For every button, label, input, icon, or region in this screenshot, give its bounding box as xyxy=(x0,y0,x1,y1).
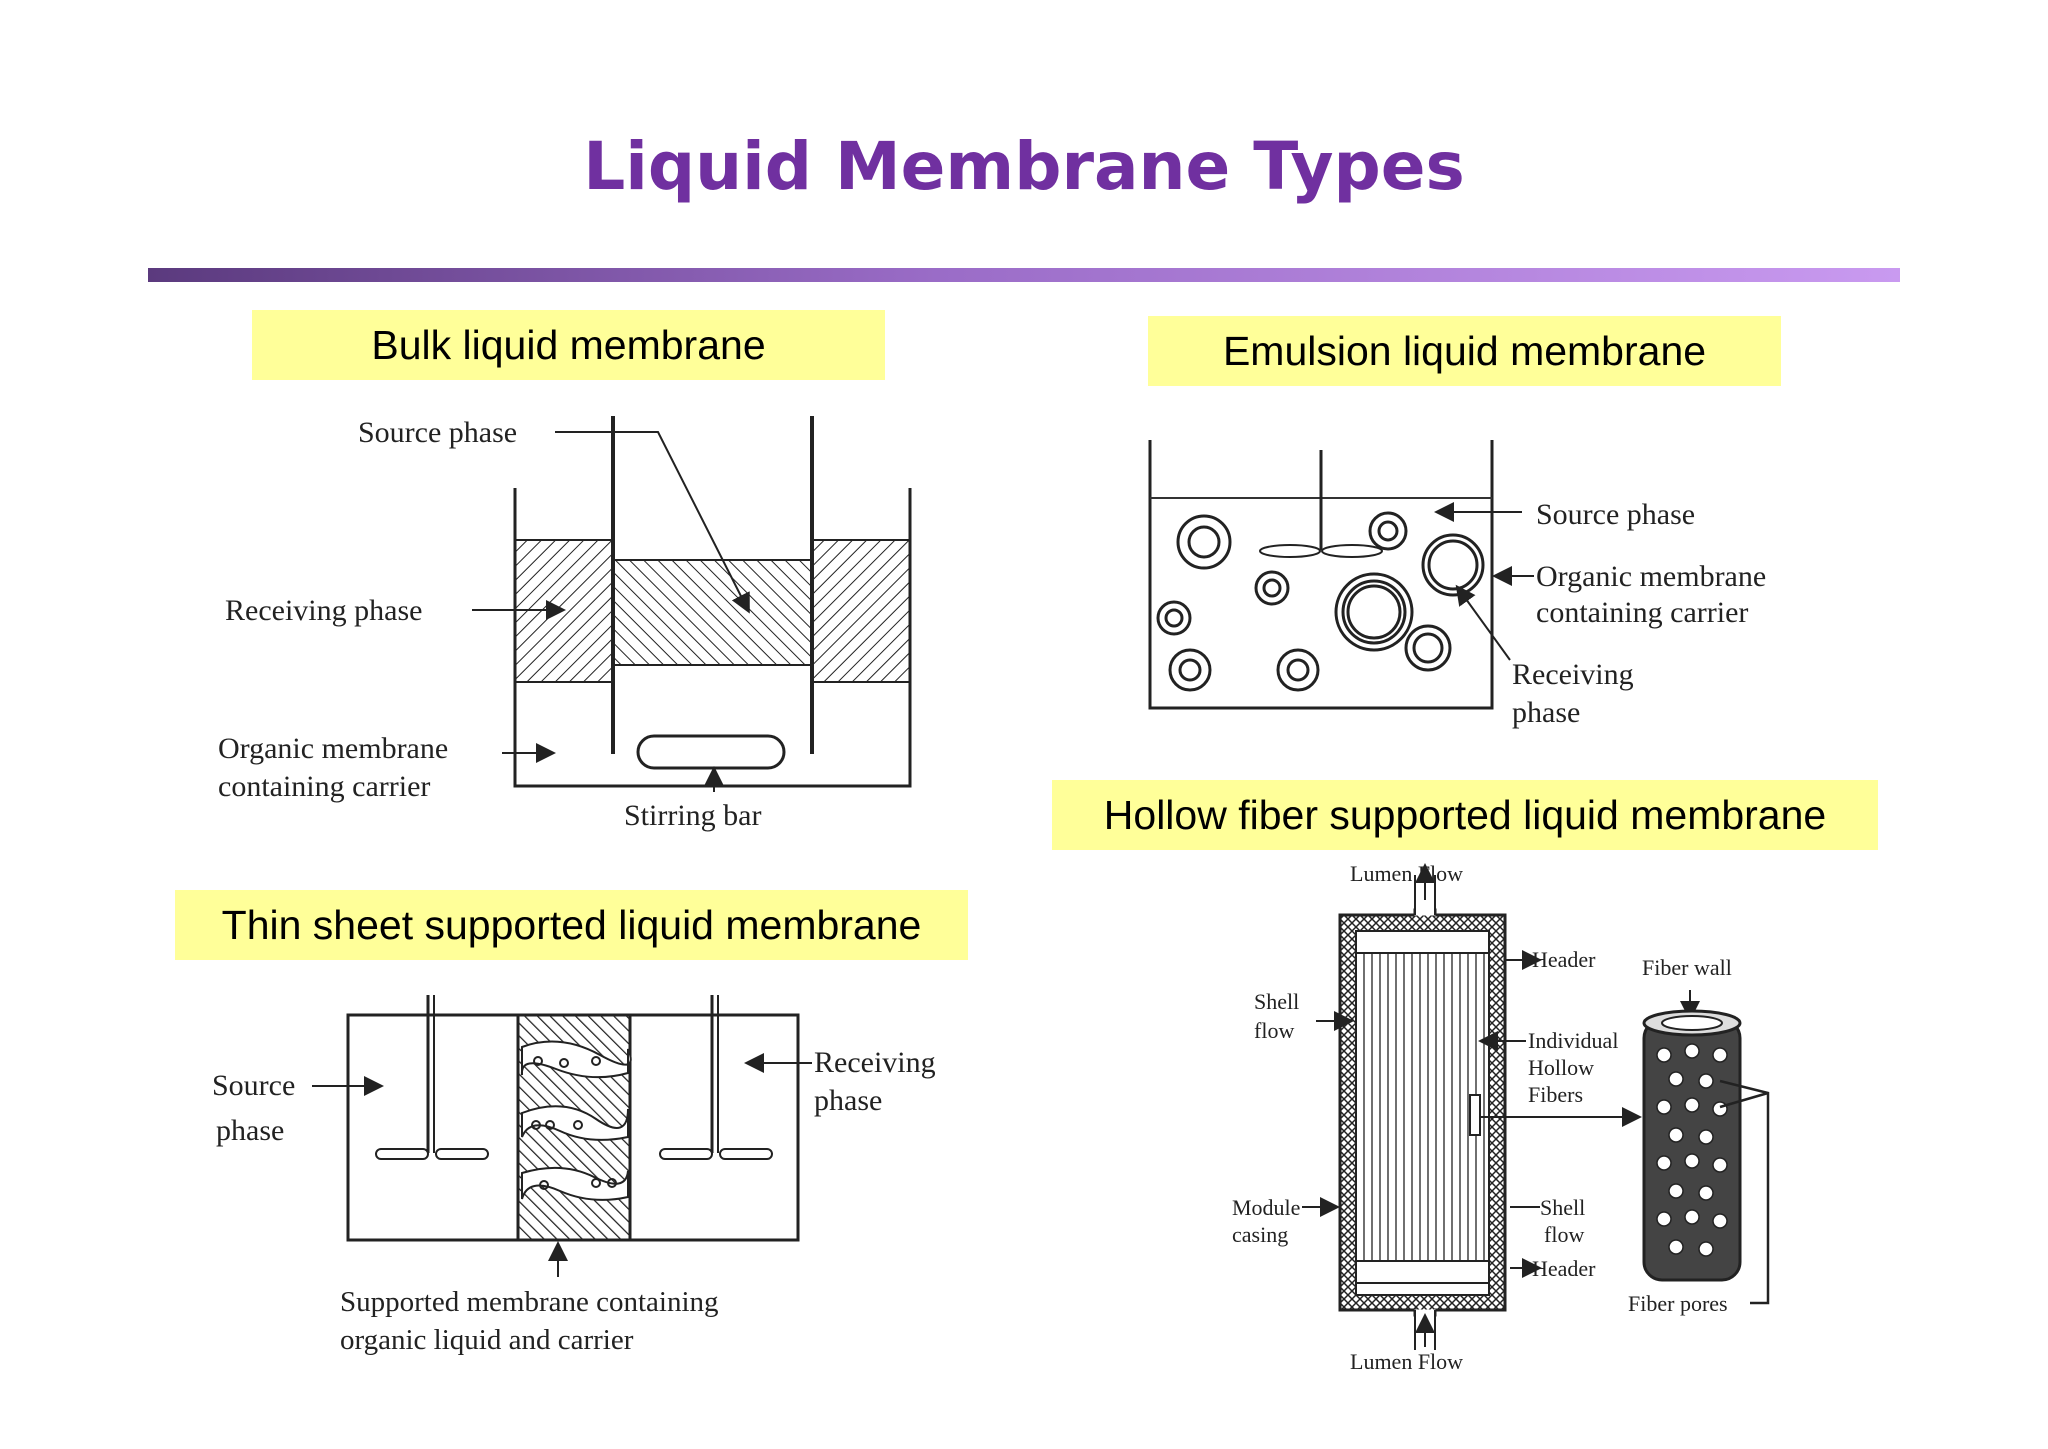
thin-label-receiving-2: phase xyxy=(814,1084,882,1117)
bulk-label-organic-1: Organic membrane xyxy=(218,732,448,765)
hf-label-shell-in-1: Shell xyxy=(1254,989,1299,1014)
hf-label-fiber-wall: Fiber wall xyxy=(1642,955,1732,980)
bulk-label-stirring: Stirring bar xyxy=(624,799,761,832)
bulk-label-organic-2: containing carrier xyxy=(218,770,430,803)
emulsion-label-organic-1: Organic membrane xyxy=(1536,560,1766,593)
hollow-fiber-diagram: Lumen Flow Lumen Flow Header Header Fibe… xyxy=(1232,861,1770,1374)
thin-sheet-diagram: Source phase Receiving phase Supported m… xyxy=(212,995,936,1356)
fiber-pores-bracket xyxy=(1719,1079,1770,1305)
heading-thin-sheet: Thin sheet supported liquid membrane xyxy=(175,890,968,960)
hf-label-header-top: Header xyxy=(1532,947,1596,972)
emulsion-label-receiving-1: Receiving xyxy=(1512,658,1634,691)
thin-label-supported-1: Supported membrane containing xyxy=(340,1286,719,1318)
hf-label-shell-out-1: Shell xyxy=(1540,1195,1585,1220)
fiber-cylinder xyxy=(1642,1009,1742,1282)
thin-label-source-1: Source xyxy=(212,1069,295,1102)
heading-bulk: Bulk liquid membrane xyxy=(252,310,885,380)
hollow-fiber-arrows xyxy=(1302,863,1700,1347)
hf-label-shell-in-2: flow xyxy=(1254,1018,1294,1043)
bulk-vessel xyxy=(513,416,912,788)
slide-title: Liquid Membrane Types xyxy=(583,128,1465,205)
emulsion-vessel xyxy=(1148,440,1494,710)
title-rule xyxy=(148,268,1900,282)
thin-sheet-arrows xyxy=(312,1053,812,1277)
hf-label-module-2: casing xyxy=(1232,1222,1288,1247)
hf-label-lumen-top: Lumen Flow xyxy=(1350,861,1463,886)
heading-hollow-fiber: Hollow fiber supported liquid membrane xyxy=(1052,780,1878,850)
hf-label-module-1: Module xyxy=(1232,1195,1300,1220)
thin-label-source-2: phase xyxy=(216,1114,284,1147)
hf-label-shell-out-2: flow xyxy=(1544,1222,1584,1247)
heading-emulsion: Emulsion liquid membrane xyxy=(1148,316,1781,386)
hf-label-fiber-pores: Fiber pores xyxy=(1628,1291,1728,1316)
bulk-arrows xyxy=(472,431,750,792)
hf-label-individual-2: Hollow xyxy=(1528,1055,1594,1080)
thin-sheet-vessel xyxy=(346,995,800,1242)
emulsion-label-source: Source phase xyxy=(1536,498,1695,531)
emulsion-diagram: Source phase Organic membrane containing… xyxy=(1148,440,1766,729)
emulsion-droplets xyxy=(1156,511,1485,692)
emulsion-label-organic-2: containing carrier xyxy=(1536,596,1748,629)
hf-label-individual-3: Fibers xyxy=(1528,1082,1583,1107)
hf-label-individual-1: Individual xyxy=(1528,1028,1618,1053)
emulsion-arrows xyxy=(1434,502,1534,661)
bulk-diagram: Source phase Receiving phase Organic mem… xyxy=(218,416,912,832)
hollow-fiber-module xyxy=(1338,874,1507,1351)
hf-label-header-bottom: Header xyxy=(1532,1256,1596,1281)
hf-label-lumen-bottom: Lumen Flow xyxy=(1350,1349,1463,1374)
bulk-label-source: Source phase xyxy=(358,416,517,449)
thin-label-supported-2: organic liquid and carrier xyxy=(340,1324,634,1356)
emulsion-label-receiving-2: phase xyxy=(1512,696,1580,729)
bulk-label-receiving: Receiving phase xyxy=(225,594,422,627)
thin-label-receiving-1: Receiving xyxy=(814,1046,936,1079)
